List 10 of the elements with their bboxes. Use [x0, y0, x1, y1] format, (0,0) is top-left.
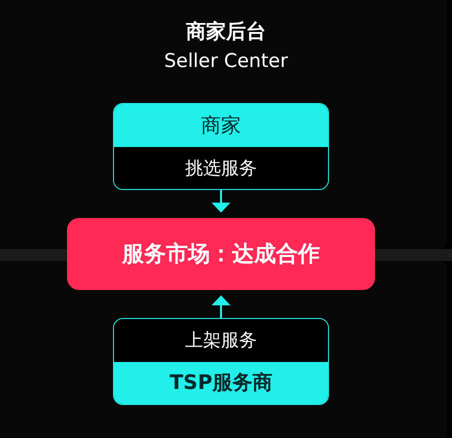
role-name: TSP服务商 [170, 369, 272, 396]
market-box [67, 218, 375, 290]
box-label: 服务市场：达成合作 [122, 240, 320, 269]
subtitle: Seller Center [164, 50, 288, 72]
role-card [113, 103, 329, 190]
role-name: 商家 [201, 112, 241, 139]
role-card [113, 318, 329, 405]
action-label: 挑选服务 [185, 156, 257, 180]
title: 商家后台 [185, 18, 267, 45]
action-label: 上架服务 [185, 329, 257, 352]
